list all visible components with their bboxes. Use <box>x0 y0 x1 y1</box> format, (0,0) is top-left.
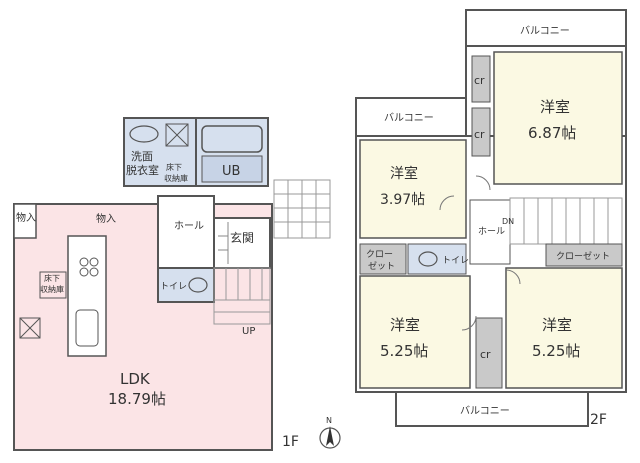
stairs-2f <box>509 197 623 245</box>
label-room-c: 洋室 <box>390 316 420 334</box>
toilet-1f <box>157 267 215 303</box>
label-up: UP <box>242 326 255 337</box>
washroom <box>123 117 197 187</box>
closet-right <box>545 243 623 267</box>
label-closet-left-1: クロー <box>366 249 393 260</box>
label-room-a-size: 6.87帖 <box>528 124 576 142</box>
floor-1: 物入 物入 洗面 脱衣室 UB ホール 玄関 トイレ UP 床下 収納庫 床下 … <box>13 117 331 451</box>
compass-icon: N <box>319 416 341 449</box>
room-5-25-left <box>359 275 471 389</box>
stairs-1f <box>213 267 271 325</box>
closet-cr-1 <box>471 55 491 103</box>
balcony-bottom <box>395 391 589 427</box>
entrance <box>213 217 271 269</box>
room-6-87 <box>493 51 623 185</box>
underfloor-storage <box>39 271 67 299</box>
label-washroom-uf-2: 収納庫 <box>164 173 188 183</box>
label-room-c-size: 5.25帖 <box>380 342 428 360</box>
balcony-left <box>355 97 467 137</box>
porch-tiles <box>273 179 331 239</box>
hall-1f <box>157 195 215 269</box>
label-balcony-top: バルコニー <box>520 25 570 37</box>
room-5-25-right <box>505 267 623 389</box>
label-hall-1f: ホール <box>174 220 204 232</box>
label-washroom-2: 脱衣室 <box>126 163 159 177</box>
closet-cr-2 <box>471 107 491 157</box>
balcony-top <box>465 9 627 47</box>
label-closet-left-2: ゼット <box>368 260 395 272</box>
label-toilet-1f: トイレ <box>160 282 187 292</box>
kitchen-counter <box>67 235 107 357</box>
vent-box <box>19 317 41 339</box>
room-3-97 <box>359 139 467 239</box>
label-ldk: LDK <box>120 370 151 388</box>
label-washroom-1: 洗面 <box>131 150 153 163</box>
label-cr-1: cr <box>474 74 485 87</box>
storage-left <box>13 203 37 239</box>
label-cr-2: cr <box>474 128 485 141</box>
label-ldk-size: 18.79帖 <box>108 390 166 408</box>
label-washroom-uf-1: 床下 <box>166 162 182 172</box>
label-balcony-left: バルコニー <box>384 112 434 124</box>
label-room-d: 洋室 <box>542 316 572 334</box>
label-room-a: 洋室 <box>540 98 570 116</box>
label-underfloor-2: 収納庫 <box>40 284 64 294</box>
closet-cr-3 <box>475 317 503 389</box>
closet-left <box>359 243 407 275</box>
label-room-b: 洋室 <box>390 165 418 182</box>
label-hall-2f: ホール <box>478 226 505 237</box>
label-floor-1: 1F <box>282 434 299 450</box>
label-compass: N <box>326 416 332 425</box>
label-entrance: 玄関 <box>230 230 254 245</box>
label-floor-2: 2F <box>590 412 607 428</box>
label-storage-left: 物入 <box>16 211 36 224</box>
label-bath: UB <box>222 164 240 179</box>
label-toilet-2f: トイレ <box>442 256 469 266</box>
label-room-d-size: 5.25帖 <box>532 342 580 360</box>
hall-2f <box>469 199 511 265</box>
label-closet-right: クローゼット <box>556 250 610 262</box>
floor-2: バルコニー バルコニー バルコニー 洋室 6.87帖 洋室 3.97帖 洋室 5… <box>355 9 627 428</box>
label-room-b-size: 3.97帖 <box>380 192 425 208</box>
label-dn: DN <box>502 217 514 226</box>
label-cr-3: cr <box>480 348 491 361</box>
label-balcony-bottom: バルコニー <box>460 405 510 417</box>
label-storage-top: 物入 <box>96 212 116 225</box>
label-underfloor-1: 床下 <box>44 273 60 283</box>
